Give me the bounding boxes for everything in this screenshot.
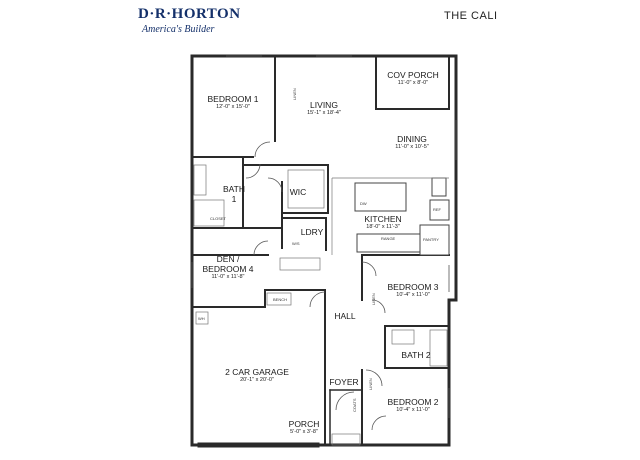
wall-oven-box <box>431 177 447 197</box>
room-name: BEDROOM 2 <box>387 397 439 407</box>
room-label-dining: DINING 11'-0" x 10'-5" <box>395 134 428 151</box>
room-label-cov-porch: COV PORCH 11'-0" x 8'-0" <box>387 70 438 87</box>
room-dims: 1 <box>231 194 237 204</box>
door-swing <box>253 240 269 256</box>
bath1-tub <box>193 199 225 227</box>
pantry-box <box>419 224 450 256</box>
bath1-vanity <box>193 164 207 196</box>
room-label-bath2: BATH 2 <box>401 350 430 360</box>
room-name: DINING <box>397 134 427 144</box>
room-label-bedroom1: BEDROOM 1 12'-0" x 15'-0" <box>207 94 258 111</box>
coats-label: COATS <box>352 398 357 412</box>
wic-shelf <box>287 169 325 209</box>
porch-step <box>331 433 361 446</box>
room-label-living: LIVING 15'-1" x 18'-4" <box>307 100 341 117</box>
brand-tagline: America's Builder <box>142 24 215 35</box>
door-swing <box>309 291 326 308</box>
linen-label: LINEN <box>292 88 297 100</box>
plan-title: THE CALI <box>444 10 498 22</box>
linen-label: LINEN <box>368 378 373 390</box>
room-name: 2 CAR GARAGE <box>225 367 289 377</box>
bench-label: BENCH <box>273 297 288 302</box>
room-label-porch: PORCH 5'-0" x 3'-8" <box>289 419 320 436</box>
linen-label: LINEN <box>371 293 376 305</box>
room-name: KITCHEN <box>364 214 402 224</box>
room-name: BATH 2 <box>401 350 431 360</box>
wic-wall <box>242 164 329 214</box>
den-counter <box>279 257 321 271</box>
door-swing <box>371 415 387 431</box>
room-dims: 11'-0" x 11'-8" <box>211 274 245 280</box>
room-name: LDRY <box>300 227 324 237</box>
room-name: COV PORCH <box>387 70 439 80</box>
wh-label: WH <box>198 316 205 321</box>
room-dims: 11'-0" x 10'-5" <box>395 144 429 150</box>
ref-box <box>429 199 450 221</box>
den-bench <box>266 292 292 306</box>
door-swing <box>361 261 377 277</box>
room-dims: 10'-4" x 11'-0" <box>396 292 430 298</box>
room-dims: 11'-0" x 8'-0" <box>397 80 429 86</box>
den-wall <box>191 289 326 308</box>
dw-label: DW <box>360 201 367 206</box>
room-name: BATH <box>222 184 246 194</box>
room-dims: 12'-0" x 15'-0" <box>216 104 250 110</box>
room-name: BEDROOM 1 <box>207 94 259 104</box>
pantry-label: PANTRY <box>423 237 439 242</box>
bath2-vanity <box>391 329 415 345</box>
drhorton-logo: D·R·HORTON America's Builder <box>138 6 241 42</box>
ldry-wall <box>281 217 327 251</box>
room-name: FOYER <box>329 377 359 387</box>
door-swing <box>365 369 383 387</box>
ws-label: W/S <box>292 241 300 246</box>
room-dims: 15'-1" x 18'-4" <box>307 110 341 116</box>
garage-wh <box>195 311 209 325</box>
room-label-den: DEN / BEDROOM 4 11'-0" x 11'-8" <box>202 254 253 281</box>
room-name: BEDROOM 3 <box>387 282 439 292</box>
bath2-wall <box>384 325 450 369</box>
door-swing <box>267 177 283 193</box>
room-name: PORCH <box>288 419 320 429</box>
room-name: DEN / BEDROOM 4 <box>202 254 254 274</box>
brand-name: D·R·HORTON <box>138 6 241 22</box>
room-label-bedroom2: BEDROOM 2 10'-4" x 11'-0" <box>387 397 438 414</box>
room-dims: 20'-1" x 20'-0" <box>240 377 274 383</box>
closet-label: CLOSET <box>210 216 227 221</box>
room-label-ldry: LDRY <box>301 227 324 237</box>
door-swing <box>245 163 261 179</box>
exterior-wall <box>190 54 458 447</box>
room-dims: 18'-0" x 11'-3" <box>366 224 400 230</box>
room-label-bath1: BATH 1 <box>223 184 245 204</box>
room-dims: 5'-0" x 3'-8" <box>290 429 318 435</box>
range-label: RANGE <box>381 236 396 241</box>
door-swing <box>371 299 386 314</box>
room-label-foyer: FOYER <box>329 377 358 387</box>
room-label-kitchen: KITCHEN 18'-0" x 11'-3" <box>364 214 401 231</box>
room-dims: 10'-4" x 11'-0" <box>396 407 430 413</box>
room-name: LIVING <box>310 100 338 110</box>
room-label-garage: 2 CAR GARAGE 20'-1" x 20'-0" <box>225 367 289 384</box>
kitchen-island <box>354 182 407 212</box>
room-label-hall: HALL <box>334 311 355 321</box>
door-swing <box>335 391 355 411</box>
room-name: WIC <box>289 187 307 197</box>
door-swing <box>254 141 271 158</box>
room-label-wic: WIC <box>290 187 307 197</box>
ref-label: REF <box>433 207 441 212</box>
cov-porch-wall <box>375 55 450 110</box>
room-label-bedroom3: BEDROOM 3 10'-4" x 11'-0" <box>387 282 438 299</box>
bath2-tub <box>429 329 448 367</box>
room-name: HALL <box>334 311 356 321</box>
